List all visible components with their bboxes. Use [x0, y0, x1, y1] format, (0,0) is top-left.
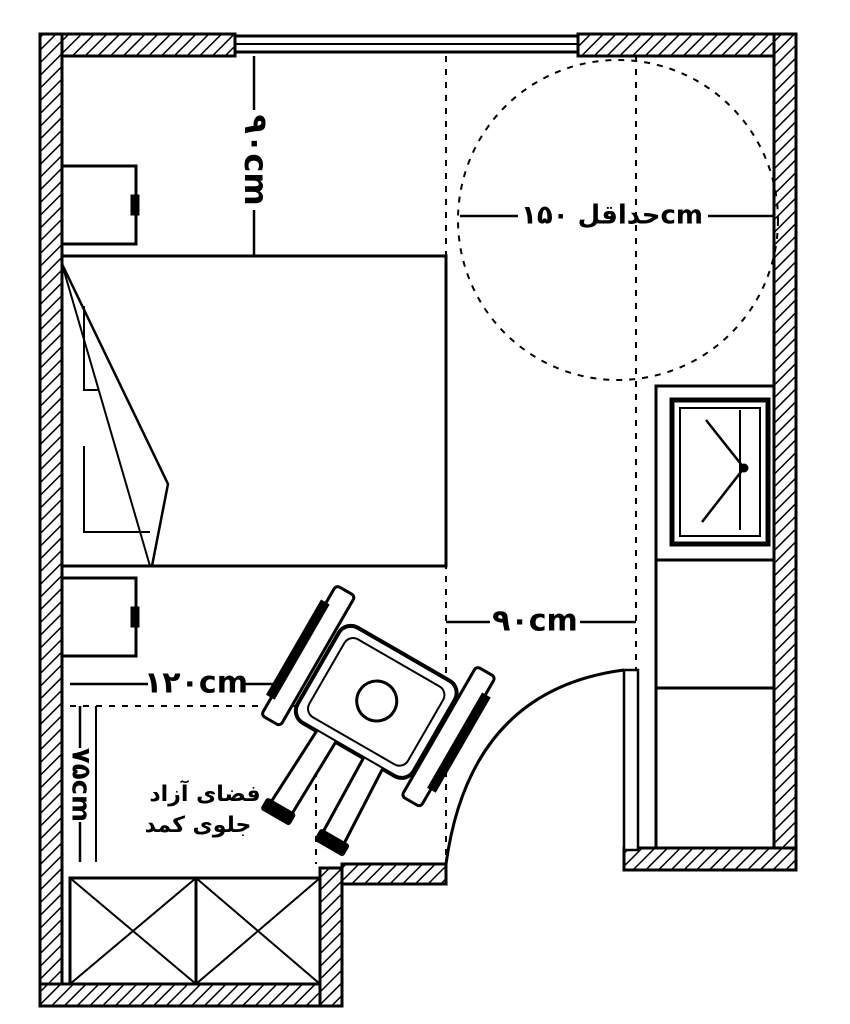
wall-door-stub	[340, 862, 448, 886]
wall-top-left	[38, 32, 237, 58]
window	[235, 34, 578, 54]
wall-top-right	[576, 32, 798, 58]
wardrobe	[622, 384, 776, 852]
closet	[68, 876, 322, 986]
aisle-width-label: ۹۰cm	[492, 604, 578, 639]
dashed-circle	[457, 59, 779, 381]
room-walls	[38, 32, 798, 1008]
wheelchair-icon	[261, 585, 496, 857]
bed	[60, 254, 448, 568]
wall-left	[38, 32, 64, 1006]
wall-closet-right	[318, 866, 344, 1008]
wardrobe-front-width-label: ۱۲۰cm	[144, 666, 248, 701]
wardrobe-front-depth-label: ۷۵cm	[66, 748, 96, 822]
wall-bottom-right	[622, 846, 798, 872]
door-swing	[444, 668, 625, 865]
free-space-label-line1: فضای آزاد	[149, 779, 260, 807]
bed-clearance-label: ۹۰cm	[237, 114, 275, 205]
nightstand-top	[60, 164, 140, 246]
wall-right	[772, 32, 798, 872]
washbasin-icon	[669, 397, 771, 547]
dimension-lines	[70, 56, 774, 862]
turning-circle-label: حداقل ۱۵۰cm	[521, 201, 703, 231]
nightstand-bottom	[60, 576, 140, 658]
free-space-label-line2: جلوی کمد	[145, 813, 252, 838]
wall-bottom-left	[38, 982, 344, 1008]
